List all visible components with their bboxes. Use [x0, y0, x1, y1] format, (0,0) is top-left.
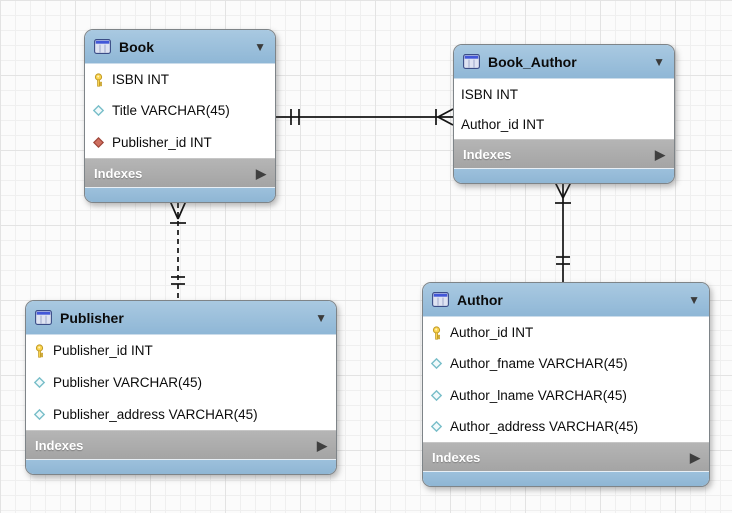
- indexes-label: Indexes: [94, 165, 143, 181]
- table-icon: [432, 292, 449, 307]
- relationship-bookauthor-author[interactable]: [554, 181, 572, 282]
- table-icon: [463, 54, 480, 69]
- column-row[interactable]: Author_fname VARCHAR(45): [423, 348, 709, 379]
- relationship-book-bookauthor[interactable]: [273, 108, 454, 126]
- column-label: ISBN INT: [112, 72, 170, 88]
- column-label: Publisher VARCHAR(45): [53, 375, 203, 390]
- column-row[interactable]: Author_address VARCHAR(45): [423, 411, 709, 442]
- table-icon: [94, 39, 111, 54]
- table-name: Book: [119, 38, 154, 55]
- column-row[interactable]: Publisher_id INT: [26, 335, 336, 367]
- table-author-header[interactable]: Author ▼: [423, 283, 709, 317]
- table-name: Book_Author: [488, 53, 577, 70]
- table-book-header[interactable]: Book ▼: [85, 30, 275, 64]
- primary-key-icon: [92, 73, 105, 87]
- relationship-book-publisher[interactable]: [169, 201, 187, 300]
- table-footer: [423, 471, 709, 486]
- table-name: Author: [457, 291, 503, 308]
- column-row[interactable]: ISBN INT: [454, 79, 674, 109]
- column-row[interactable]: Publisher_address VARCHAR(45): [26, 398, 336, 430]
- collapse-icon[interactable]: ▼: [254, 39, 266, 54]
- indexes-label: Indexes: [35, 437, 84, 453]
- column-label: Publisher_id INT: [112, 134, 212, 150]
- column-icon: [430, 357, 443, 370]
- expand-icon[interactable]: ▶: [317, 437, 327, 453]
- column-row[interactable]: Publisher_id INT: [85, 127, 275, 158]
- table-book[interactable]: Book ▼ ISBN INT Title VARCHAR(45) Publis…: [84, 29, 276, 203]
- column-icon: [33, 408, 46, 421]
- table-author-columns: Author_id INT Author_fname VARCHAR(45) A…: [423, 317, 709, 442]
- indexes-bar[interactable]: Indexes ▶: [85, 158, 275, 187]
- foreign-key-icon: [92, 136, 105, 149]
- primary-key-icon: [430, 326, 443, 340]
- column-label: Title VARCHAR(45): [112, 103, 230, 119]
- column-label: Author_id INT: [461, 116, 545, 132]
- indexes-bar[interactable]: Indexes ▶: [454, 139, 674, 168]
- column-icon: [430, 389, 443, 402]
- column-row[interactable]: Author_id INT: [423, 317, 709, 348]
- table-footer: [26, 459, 336, 474]
- collapse-icon[interactable]: ▼: [688, 292, 700, 307]
- column-row[interactable]: Publisher VARCHAR(45): [26, 367, 336, 399]
- table-book-author-header[interactable]: Book_Author ▼: [454, 45, 674, 79]
- table-book-author[interactable]: Book_Author ▼ ISBN INT Author_id INT Ind…: [453, 44, 675, 184]
- expand-icon[interactable]: ▶: [690, 449, 700, 465]
- column-label: Author_id INT: [450, 325, 534, 341]
- expand-icon[interactable]: ▶: [256, 165, 266, 181]
- column-label: Author_lname VARCHAR(45): [450, 387, 627, 403]
- table-publisher-columns: Publisher_id INT Publisher VARCHAR(45) P…: [26, 335, 336, 430]
- table-publisher[interactable]: Publisher ▼ Publisher_id INT Publisher V…: [25, 300, 337, 475]
- indexes-label: Indexes: [432, 449, 481, 465]
- column-icon: [92, 104, 105, 117]
- expand-icon[interactable]: ▶: [655, 146, 665, 162]
- table-book-columns: ISBN INT Title VARCHAR(45) Publisher_id …: [85, 64, 275, 158]
- column-label: ISBN INT: [461, 86, 519, 102]
- column-row[interactable]: ISBN INT: [85, 64, 275, 95]
- table-footer: [454, 168, 674, 183]
- column-label: Publisher_id INT: [53, 343, 153, 359]
- column-label: Author_address VARCHAR(45): [450, 418, 639, 434]
- table-icon: [35, 310, 52, 325]
- table-footer: [85, 187, 275, 202]
- collapse-icon[interactable]: ▼: [315, 310, 327, 325]
- indexes-bar[interactable]: Indexes ▶: [423, 442, 709, 471]
- table-book-author-columns: ISBN INT Author_id INT: [454, 79, 674, 139]
- table-name: Publisher: [60, 309, 124, 326]
- collapse-icon[interactable]: ▼: [653, 54, 665, 69]
- column-icon: [430, 420, 443, 433]
- column-row[interactable]: Title VARCHAR(45): [85, 95, 275, 126]
- column-label: Author_fname VARCHAR(45): [450, 356, 628, 372]
- primary-key-icon: [33, 344, 46, 358]
- table-publisher-header[interactable]: Publisher ▼: [26, 301, 336, 335]
- table-author[interactable]: Author ▼ Author_id INT Author_fname VARC…: [422, 282, 710, 487]
- indexes-bar[interactable]: Indexes ▶: [26, 430, 336, 459]
- column-row[interactable]: Author_id INT: [454, 109, 674, 139]
- column-icon: [33, 376, 46, 389]
- column-row[interactable]: Author_lname VARCHAR(45): [423, 380, 709, 411]
- indexes-label: Indexes: [463, 146, 512, 162]
- column-label: Publisher_address VARCHAR(45): [53, 406, 258, 422]
